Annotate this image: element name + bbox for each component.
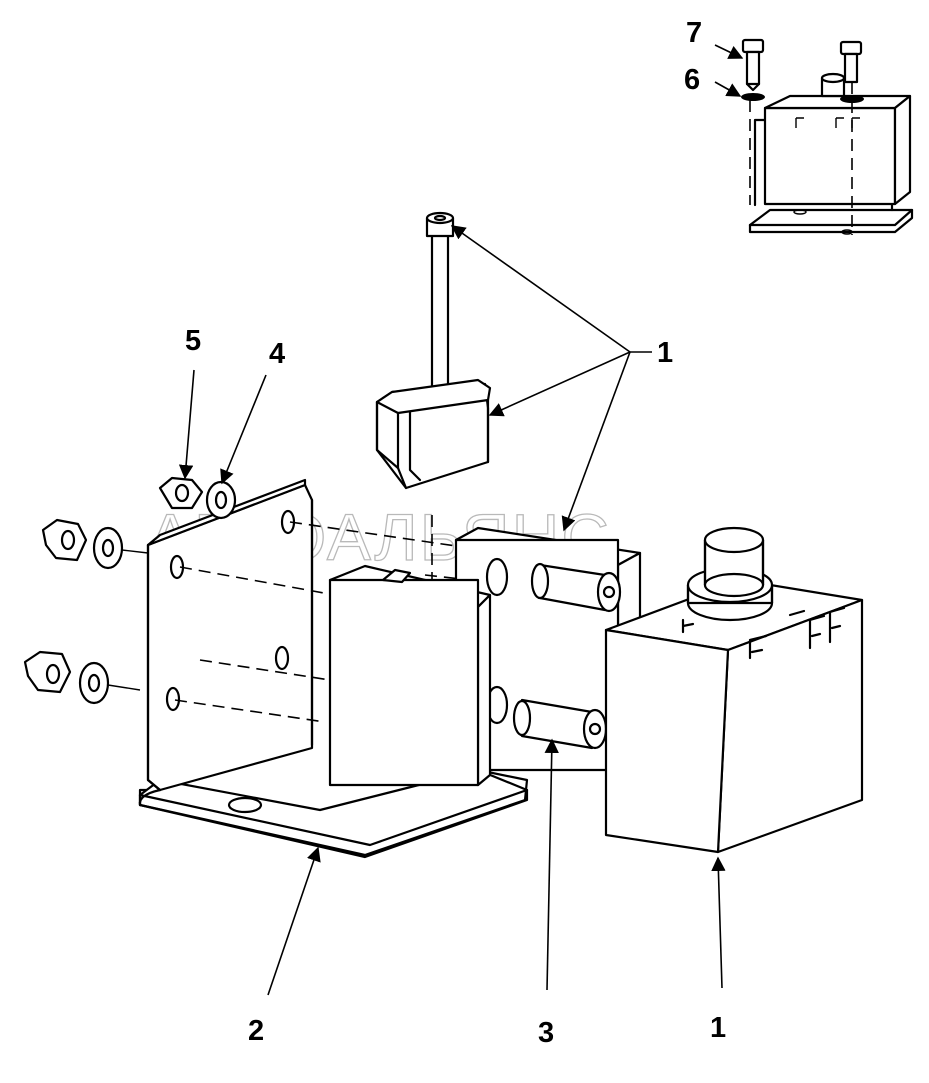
nut-upper-back: [158, 476, 204, 510]
bolt-inset-right: [839, 40, 863, 84]
nut-lower: [23, 650, 72, 694]
bolt-inset-left: [741, 38, 765, 92]
washer-lower: [78, 661, 110, 705]
leader-lines: [178, 44, 744, 996]
relay-body: [604, 526, 864, 854]
pin-upper: [530, 562, 622, 613]
callout-1-bottom: 1: [710, 1012, 726, 1044]
callout-2: 2: [248, 1015, 264, 1047]
insulator-block: [328, 564, 492, 787]
callout-1-top: 1: [657, 337, 673, 369]
washer-inset: [741, 93, 864, 103]
callout-6: 6: [684, 64, 700, 96]
washer-upper-back: [205, 480, 237, 520]
bolt-with-clamp: [375, 211, 492, 490]
callout-7: 7: [686, 17, 702, 49]
nut-upper-front: [41, 518, 88, 562]
washer-upper-front: [92, 526, 124, 570]
pin-lower: [512, 698, 608, 750]
callout-5: 5: [185, 325, 201, 357]
callout-3: 3: [538, 1017, 554, 1049]
callout-4: 4: [269, 338, 285, 370]
inset-assembled-view: [748, 72, 914, 235]
